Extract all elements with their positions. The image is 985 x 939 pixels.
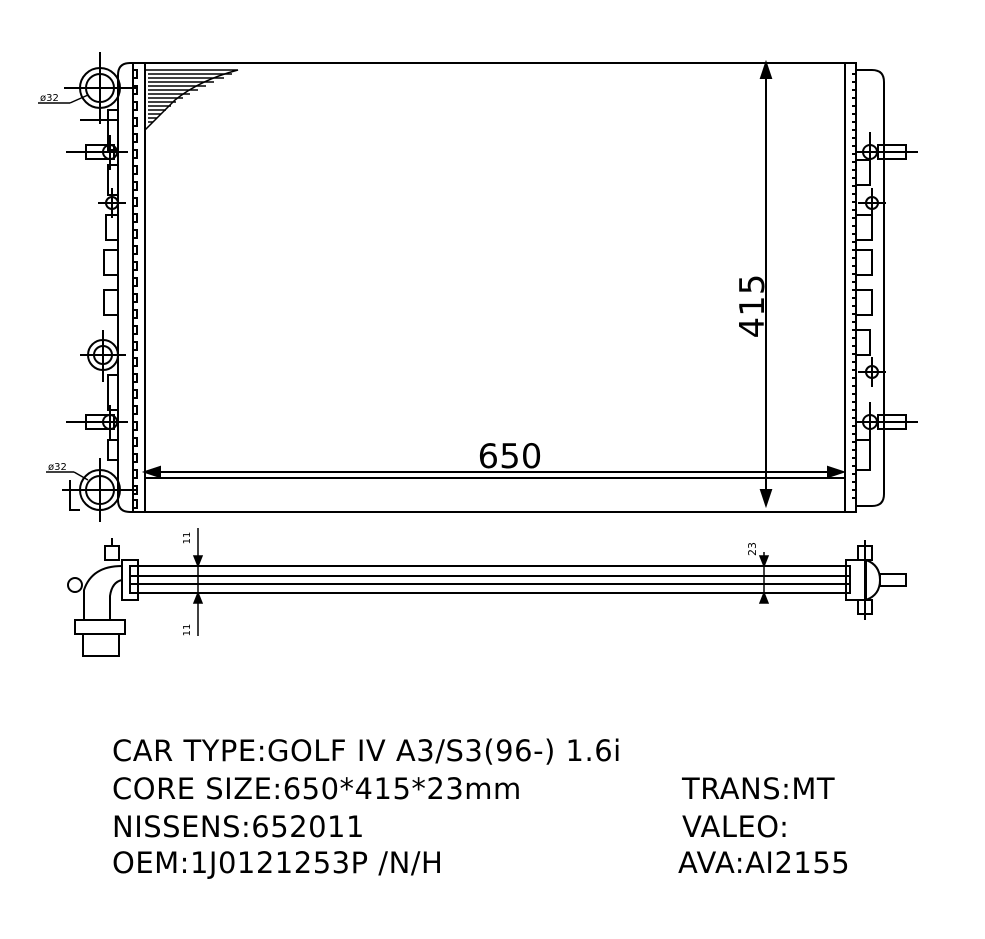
side-core — [129, 565, 851, 594]
flange-label-top: 11 — [182, 532, 193, 545]
spec-nissens: NISSENS:652011 — [112, 810, 365, 844]
side-outlet-elbow — [83, 565, 123, 621]
side-right-pin — [879, 573, 907, 587]
right-mount-pin-upper — [855, 132, 918, 172]
left-tank — [103, 62, 146, 513]
lower-port-diameter-label: ø32 — [48, 462, 67, 473]
spec-trans: TRANS:MT — [682, 772, 836, 806]
spec-ava: AVA:AI2155 — [678, 846, 851, 880]
side-outlet-nozzle — [74, 619, 126, 635]
height-label: 415 — [733, 274, 773, 339]
top-inlet-port — [64, 52, 136, 124]
bottom-outlet-port — [62, 458, 136, 522]
side-left-tank — [121, 559, 139, 601]
spec-car-type: CAR TYPE:GOLF IV A3/S3(96-) 1.6i — [112, 734, 622, 768]
left-mount-pin-upper — [66, 135, 128, 170]
middle-port — [80, 330, 126, 382]
hatched-area — [144, 69, 239, 131]
left-mount-pin-lower — [66, 405, 128, 440]
upper-port-diameter-callout: ø32 — [38, 93, 89, 104]
height-arrow-top — [759, 59, 773, 79]
left-clip-upper — [98, 188, 126, 218]
width-arrow-right — [827, 465, 847, 479]
right-mount-pin-lower — [855, 402, 918, 442]
upper-port-diameter-label: ø32 — [40, 93, 59, 104]
lower-port-diameter-callout: ø32 — [46, 462, 89, 481]
height-arrow-bottom — [759, 489, 773, 509]
right-clip-lower — [858, 357, 886, 387]
side-view — [67, 538, 907, 657]
flange-label-bottom: 11 — [182, 624, 193, 637]
right-tank — [844, 62, 885, 513]
right-clip-upper — [858, 188, 886, 218]
depth-label: 23 — [746, 542, 759, 556]
spec-core-size: CORE SIZE:650*415*23mm — [112, 772, 522, 806]
spec-valeo: VALEO: — [682, 810, 790, 844]
width-label: 650 — [478, 437, 543, 477]
width-arrow-left — [141, 465, 161, 479]
spec-oem: OEM:1J0121253P /N/H — [112, 846, 444, 880]
